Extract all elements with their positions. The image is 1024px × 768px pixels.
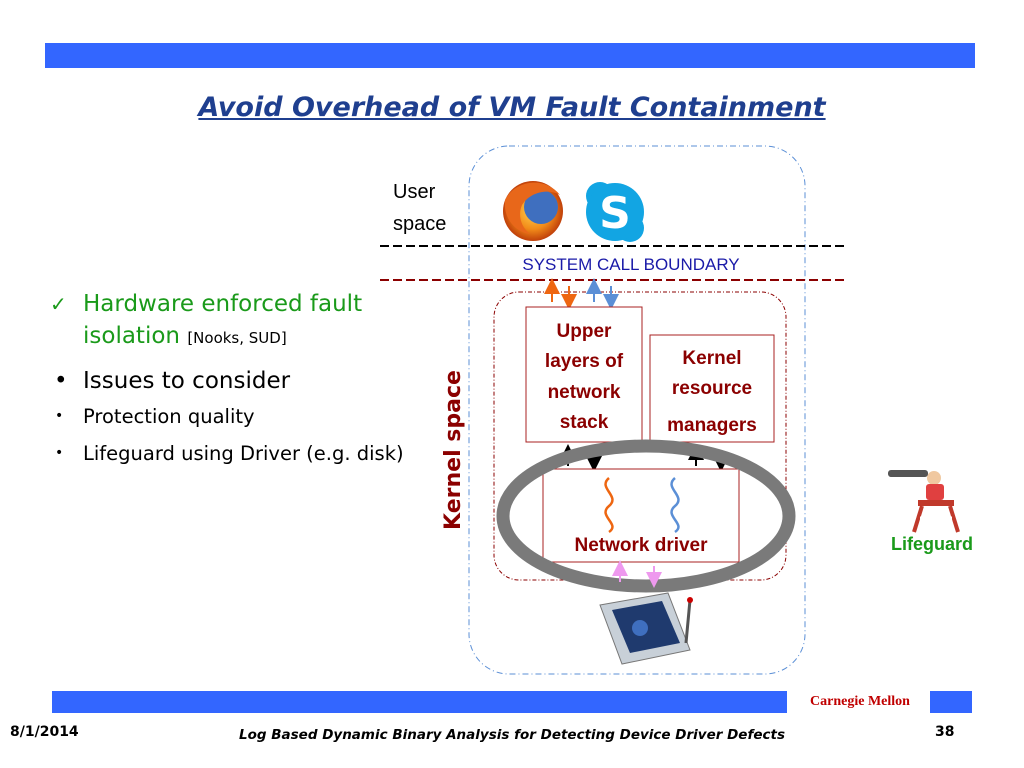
svg-text:S: S [599, 188, 631, 239]
bullet-hardware-isolation: ✓ Hardware enforced fault isolation [Noo… [50, 288, 430, 354]
wireless-card-icon [599, 592, 693, 665]
reference-text: [Nooks, SUD] [187, 329, 287, 347]
organization-label: Carnegie Mellon [810, 694, 910, 709]
user-space-label-line1: User [393, 181, 436, 203]
kernel-resource-line1: Kernel [682, 348, 741, 369]
bullet-list: ✓ Hardware enforced fault isolation [Noo… [50, 288, 430, 476]
upper-layers-line4: stack [560, 412, 609, 433]
skype-icon: S [586, 182, 644, 242]
upper-layers-line2: layers of [545, 351, 624, 372]
user-space-label-line2: space [393, 213, 446, 235]
sub-bullet-protection: • Protection quality [6, 402, 430, 431]
blue-thread-icon [670, 477, 680, 534]
network-driver-label: Network driver [574, 535, 708, 556]
kernel-domain-boundary [493, 291, 787, 581]
network-driver-box [542, 468, 740, 563]
bullet-issues: • Issues to consider [54, 368, 291, 394]
bottom-bar-right [930, 691, 972, 713]
lifeguard-icon [888, 470, 960, 533]
lifeguard-label: Lifeguard [891, 534, 973, 554]
bullet-dot-icon: • [55, 445, 64, 461]
footer-title: Log Based Dynamic Binary Analysis for De… [239, 727, 785, 743]
kernel-resource-line3: managers [667, 415, 757, 436]
page-number: 38 [935, 724, 955, 740]
machine-boundary [468, 145, 806, 675]
checkmark-icon: ✓ [50, 292, 67, 316]
bottom-bar-left [52, 691, 787, 713]
kernel-resource-box [649, 334, 775, 443]
sub-bullet-lifeguard: • Lifeguard using Driver (e.g. disk) [6, 439, 430, 468]
bullet-dot-icon: • [55, 408, 64, 424]
top-banner-bar [45, 43, 975, 68]
system-call-boundary-label: SYSTEM CALL BOUNDARY [522, 255, 739, 274]
upper-layers-line1: Upper [557, 321, 613, 342]
sub-bullet-list: • Protection quality • Lifeguard using D… [50, 402, 430, 468]
kernel-resource-line2: resource [672, 378, 752, 399]
upper-layers-line3: network [548, 382, 621, 403]
footer-date: 8/1/2014 [10, 724, 79, 740]
firefox-icon [503, 181, 563, 241]
orange-thread-icon [604, 477, 614, 534]
kernel-space-label: Kernel space [441, 370, 466, 530]
slide-title: Avoid Overhead of VM Fault Containment [198, 92, 826, 123]
bullet-dot-icon: • [54, 368, 68, 394]
upper-layers-box [525, 306, 643, 443]
